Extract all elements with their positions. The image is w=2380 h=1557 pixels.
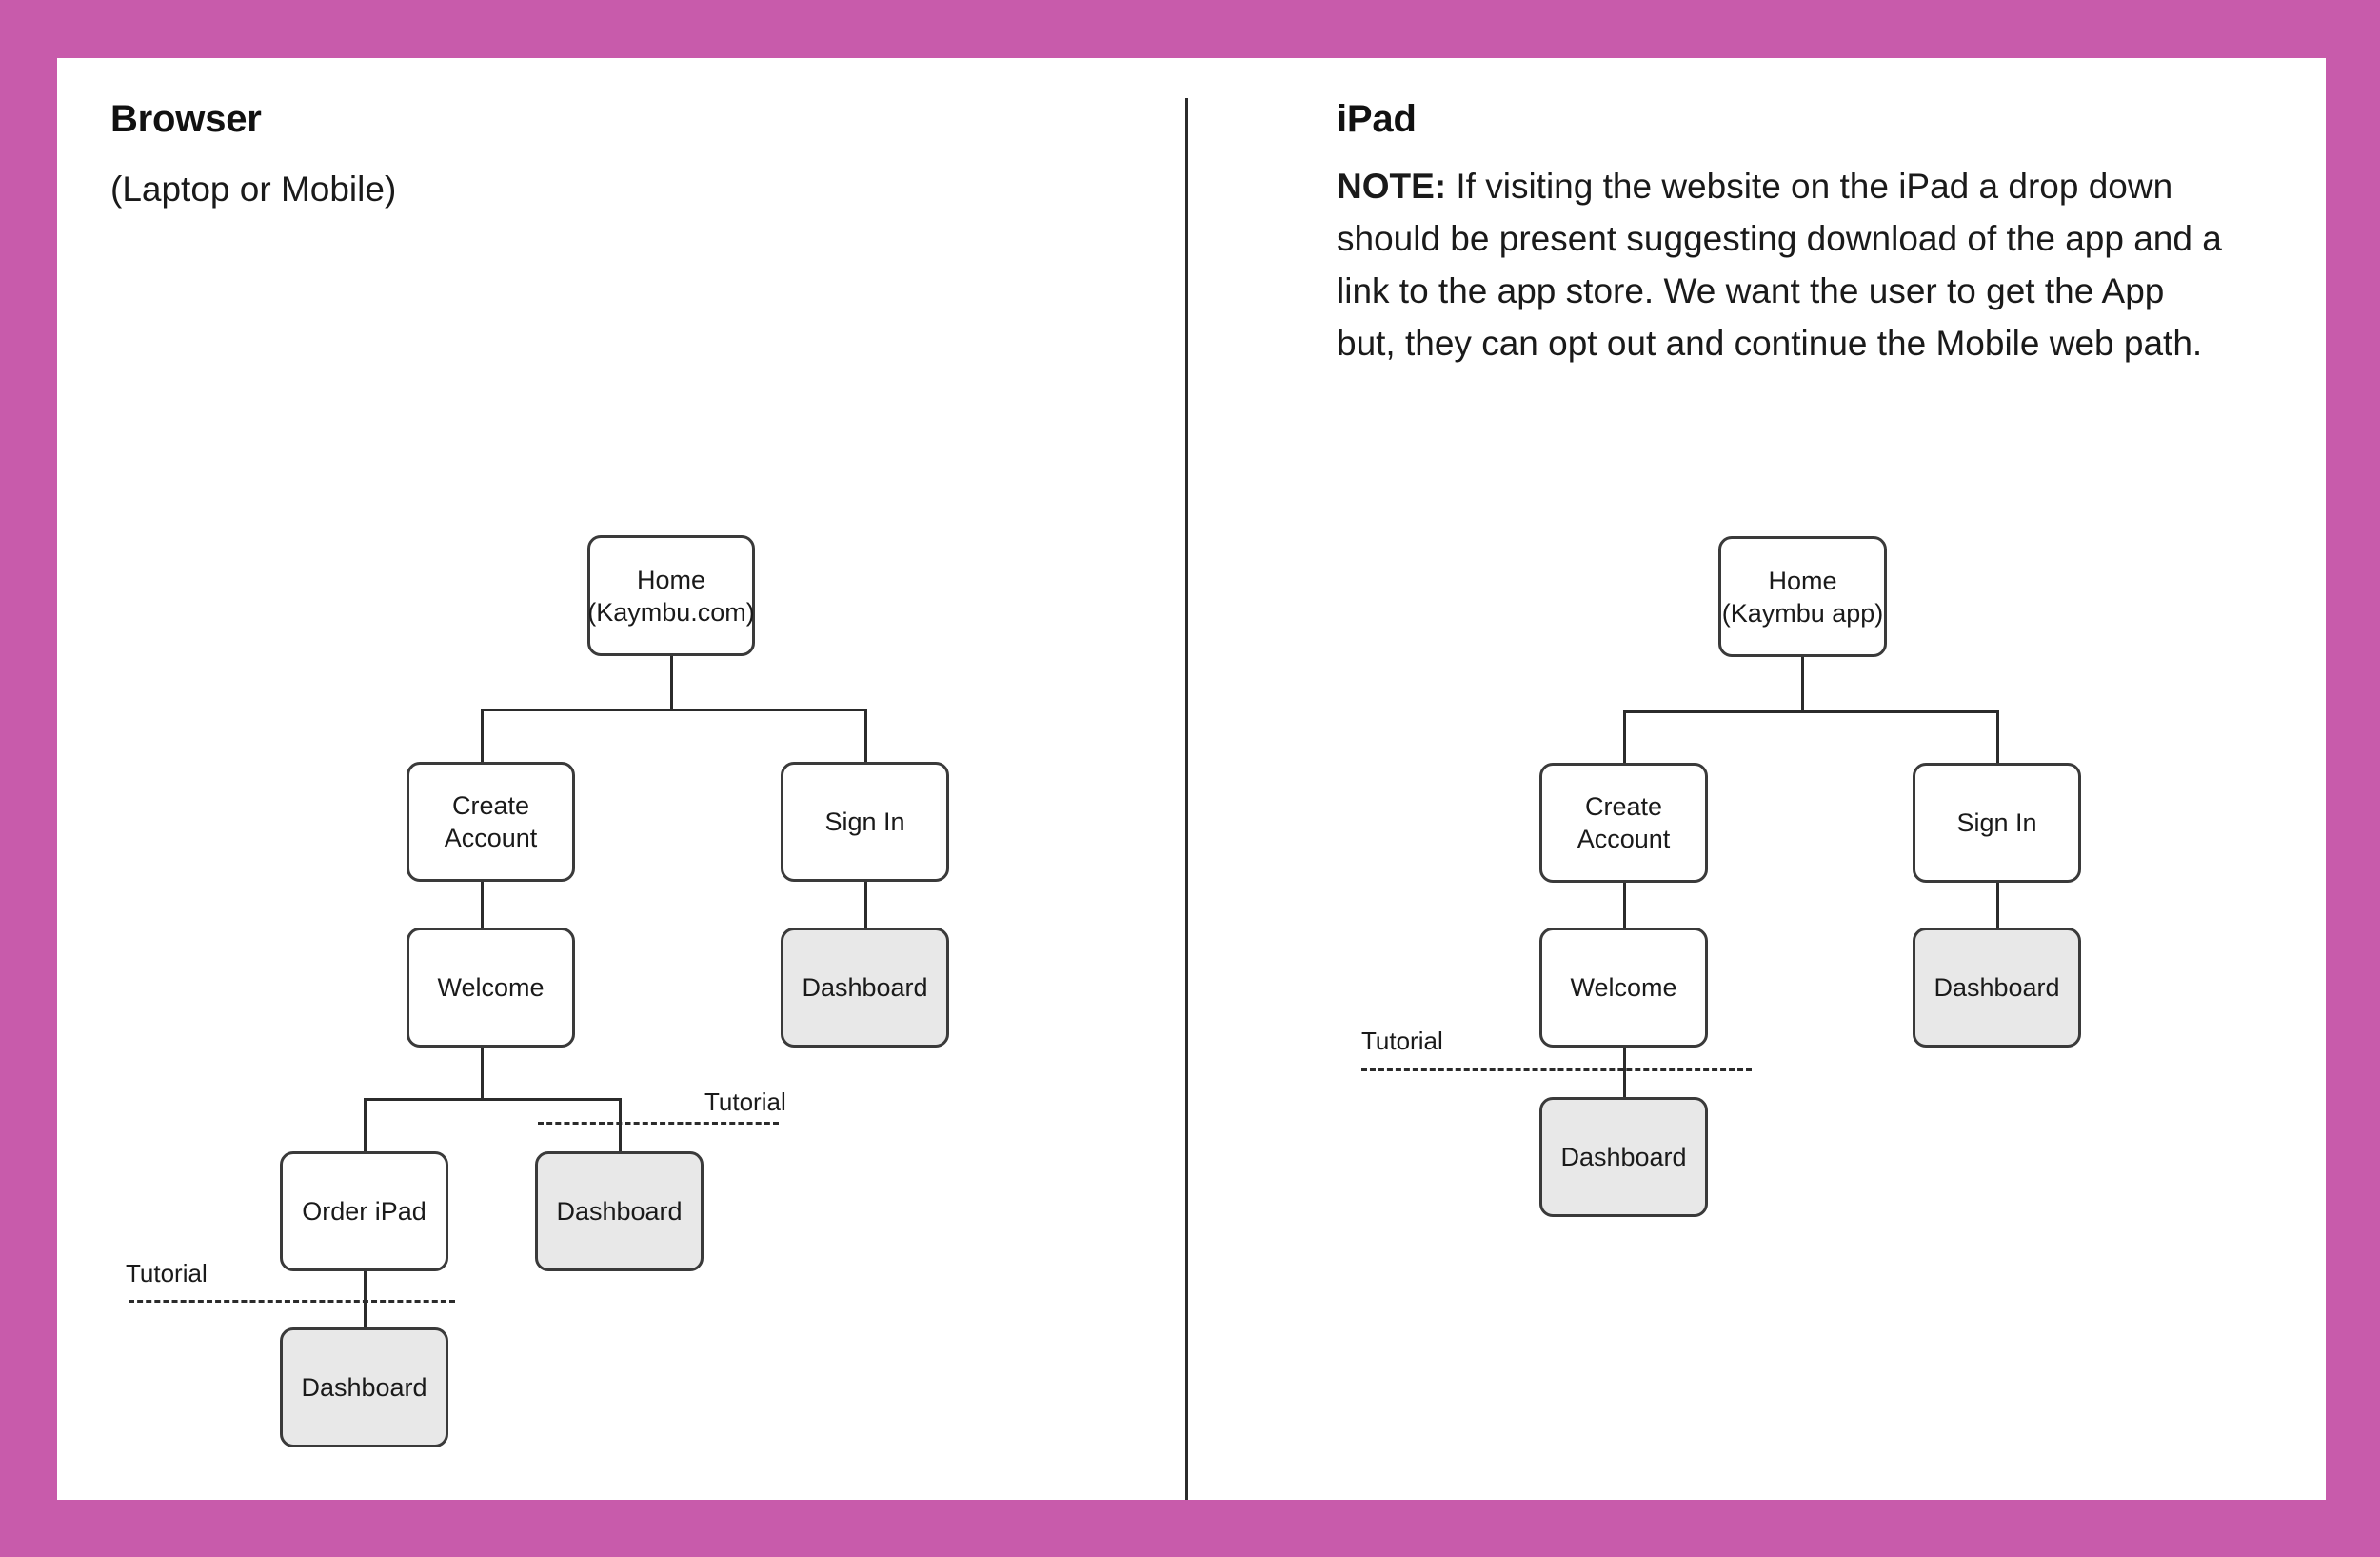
ipad-note: NOTE: If visiting the website on the iPa… [1337,160,2231,369]
column-divider [1185,98,1188,1500]
ipad-note-body: If visiting the website on the iPad a dr… [1337,167,2222,363]
ipad-note-label: NOTE: [1337,167,1447,206]
ipad-column-title: iPad [1337,98,1417,140]
browser-column-title: Browser [110,98,262,140]
browser-column-subtitle: (Laptop or Mobile) [110,170,397,209]
